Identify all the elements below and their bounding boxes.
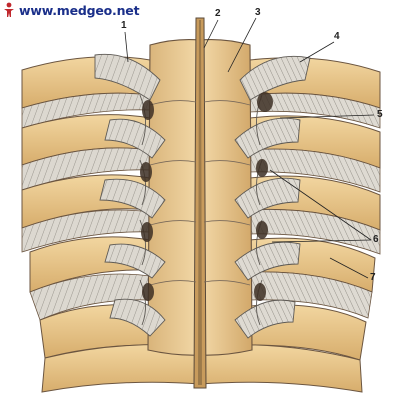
right-ligaments [234, 55, 311, 339]
callout-label-7: 7 [370, 272, 376, 283]
callout-label-6: 6 [373, 234, 379, 245]
site-watermark: www.medgeo.net [2, 2, 140, 18]
callout-label-3: 3 [255, 7, 261, 18]
figure-logo-icon [4, 2, 14, 17]
callout-label-1: 1 [121, 20, 127, 31]
callout-label-4: 4 [334, 31, 340, 42]
left-ligaments [94, 53, 166, 337]
callout-label-2: 2 [215, 8, 221, 19]
costovertebral-joints [140, 92, 273, 301]
watermark-url: www.medgeo.net [19, 2, 140, 18]
leader-lines [124, 17, 375, 279]
vertebral-column [147, 17, 253, 389]
callout-label-5: 5 [377, 109, 383, 120]
